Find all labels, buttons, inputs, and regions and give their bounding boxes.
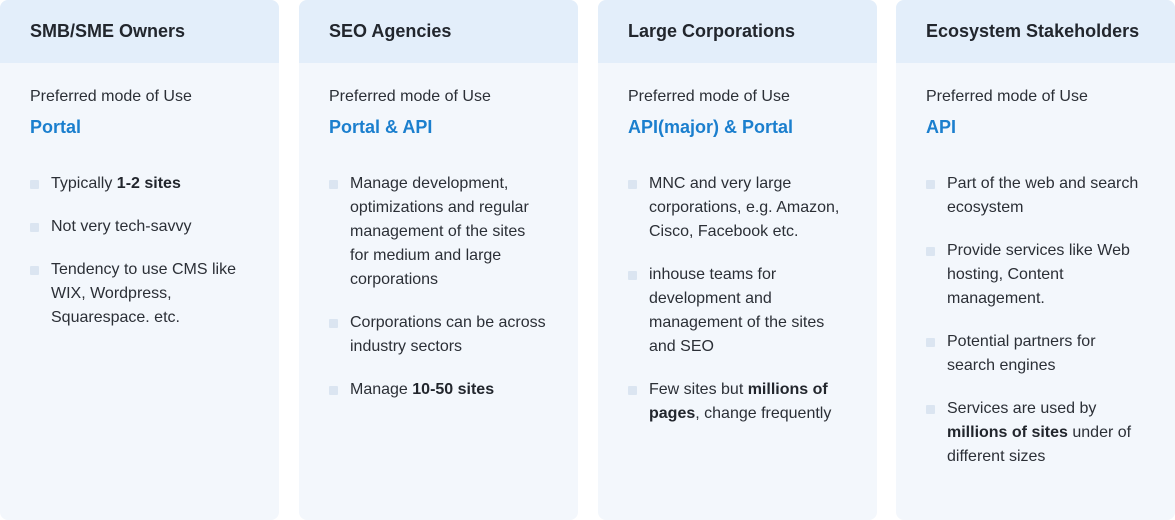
segment-card-ecosystem-stakeholders: Ecosystem Stakeholders Preferred mode of… xyxy=(896,0,1175,520)
bullet-square-icon xyxy=(30,266,39,275)
bullet-square-icon xyxy=(329,319,338,328)
bullet-list: Part of the web and search ecosystem Pro… xyxy=(926,172,1145,469)
mode-label: Preferred mode of Use xyxy=(628,88,790,105)
mode-label: Preferred mode of Use xyxy=(30,88,192,105)
mode-label: Preferred mode of Use xyxy=(926,88,1088,105)
bullet-square-icon xyxy=(628,180,637,189)
mode-value: API xyxy=(926,117,957,137)
bullet-item: Manage 10-50 sites xyxy=(329,378,548,402)
bullet-list: MNC and very large corporations, e.g. Am… xyxy=(628,172,847,426)
bullet-square-icon xyxy=(926,247,935,256)
bullet-square-icon xyxy=(926,405,935,414)
segment-card-seo-agencies: SEO Agencies Preferred mode of Use Porta… xyxy=(299,0,578,520)
bullet-list: Manage development, optimizations and re… xyxy=(329,172,548,402)
bullet-square-icon xyxy=(30,223,39,232)
bullet-item: MNC and very large corporations, e.g. Am… xyxy=(628,172,847,244)
bullet-square-icon xyxy=(926,338,935,347)
card-body: Preferred mode of Use Portal & API Manag… xyxy=(299,63,578,402)
card-title: Large Corporations xyxy=(598,0,877,63)
bullet-square-icon xyxy=(30,180,39,189)
bullet-square-icon xyxy=(329,386,338,395)
mode-value: Portal xyxy=(30,117,82,137)
card-body: Preferred mode of Use API(major) & Porta… xyxy=(598,63,877,426)
bullet-item: Part of the web and search ecosystem xyxy=(926,172,1145,220)
bullet-list: Typically 1-2 sites Not very tech-savvy … xyxy=(30,172,249,330)
card-body: Preferred mode of Use Portal Typically 1… xyxy=(0,63,279,330)
card-body: Preferred mode of Use API Part of the we… xyxy=(896,63,1175,469)
bullet-square-icon xyxy=(628,386,637,395)
card-title: SMB/SME Owners xyxy=(0,0,279,63)
mode-label: Preferred mode of Use xyxy=(329,88,491,105)
bullet-square-icon xyxy=(926,180,935,189)
mode-value: Portal & API xyxy=(329,117,433,137)
segment-card-smb: SMB/SME Owners Preferred mode of Use Por… xyxy=(0,0,279,520)
bullet-item: Few sites but millions of pages, change … xyxy=(628,378,847,426)
bullet-item: Manage development, optimizations and re… xyxy=(329,172,548,292)
bullet-item: Corporations can be across industry sect… xyxy=(329,311,548,359)
bullet-item: Provide services like Web hosting, Conte… xyxy=(926,239,1145,311)
bullet-item: inhouse teams for development and manage… xyxy=(628,263,847,359)
card-title: SEO Agencies xyxy=(299,0,578,63)
bullet-square-icon xyxy=(628,271,637,280)
bullet-item: Services are used by millions of sites u… xyxy=(926,397,1145,469)
segment-card-large-corporations: Large Corporations Preferred mode of Use… xyxy=(598,0,877,520)
bullet-item: Typically 1-2 sites xyxy=(30,172,249,196)
bullet-item: Potential partners for search engines xyxy=(926,330,1145,378)
bullet-square-icon xyxy=(329,180,338,189)
card-title: Ecosystem Stakeholders xyxy=(896,0,1175,63)
bullet-item: Tendency to use CMS like WIX, Wordpress,… xyxy=(30,258,249,330)
bullet-item: Not very tech-savvy xyxy=(30,215,249,239)
mode-value: API(major) & Portal xyxy=(628,117,794,137)
